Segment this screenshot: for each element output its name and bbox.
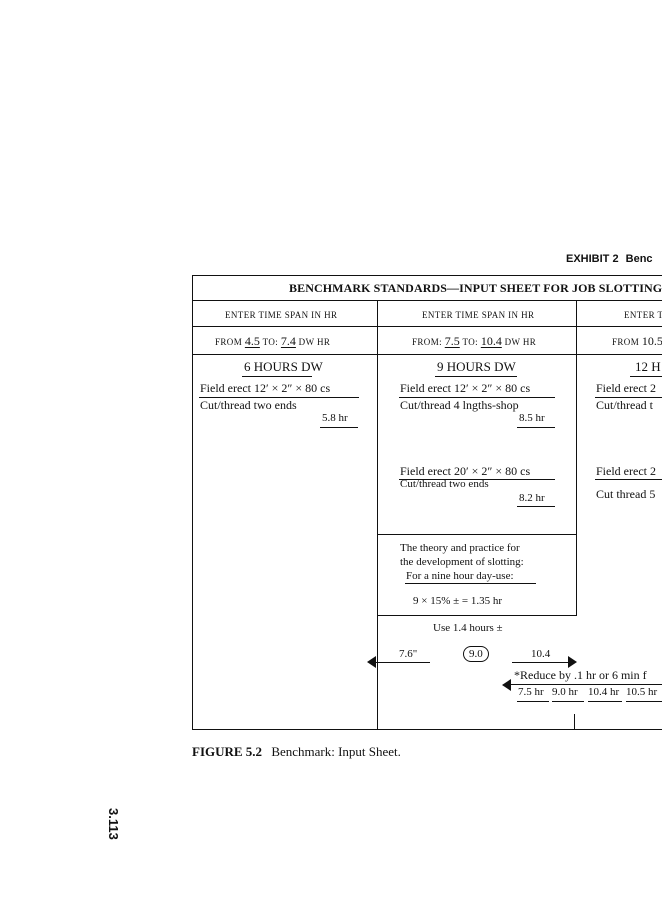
theory-line-3-underline xyxy=(405,583,536,584)
theory-line-3: For a nine hour day-use: xyxy=(406,570,514,582)
col3-from-value: 10.5 xyxy=(641,334,662,348)
col2-to-value: 10.4 xyxy=(480,334,502,348)
col1-time-1: 5.8 hr xyxy=(322,412,348,424)
col3-task-1-underline xyxy=(595,397,662,398)
col2-time-2-underline xyxy=(517,506,555,507)
figure-text: Benchmark: Input Sheet. xyxy=(271,744,401,759)
theory-line-1: The theory and practice for xyxy=(400,542,520,554)
scale-value-3: 10.4 hr xyxy=(588,686,620,698)
arrow-left-2-icon xyxy=(502,679,511,691)
title-divider xyxy=(192,300,662,301)
col3-task-4: Cut thread 5 xyxy=(596,487,656,501)
use-hours: Use 1.4 hours ± xyxy=(433,622,503,634)
col1-to-value: 7.4 xyxy=(280,334,296,348)
col1-header: ENTER TIME SPAN IN HR xyxy=(225,310,338,320)
col2-task-3-underline xyxy=(399,479,555,480)
table-border-top xyxy=(192,275,662,276)
scale-left-underline xyxy=(376,662,430,663)
col2-task-1-underline xyxy=(399,397,555,398)
col1-hours-underline xyxy=(242,376,312,377)
col1-range: FROM 4.5 TO: 7.4 DW HR xyxy=(215,334,330,349)
theory-line-2: the development of slotting: xyxy=(400,556,524,568)
col2-time-1: 8.5 hr xyxy=(519,412,545,424)
scale-value-2: 9.0 hr xyxy=(552,686,578,698)
scale-center-value: 9.0 xyxy=(463,646,489,662)
column-divider-2-tick xyxy=(574,714,575,730)
figure-label: FIGURE 5.2 xyxy=(192,744,263,759)
col1-to-label: TO: xyxy=(262,337,279,347)
theory-box-bottom xyxy=(377,615,577,616)
col2-task-1: Field erect 12′ × 2″ × 80 cs xyxy=(400,381,531,395)
col3-task-3: Field erect 2 xyxy=(596,464,656,478)
col3-header: ENTER T xyxy=(624,310,662,320)
table-border-bottom xyxy=(192,729,662,730)
reduce-line xyxy=(510,684,662,685)
scale-right-value: 10.4 xyxy=(531,648,551,660)
col3-from-label: FROM xyxy=(612,337,640,347)
col1-task-2: Cut/thread two ends xyxy=(200,398,297,412)
col1-task-1: Field erect 12′ × 2″ × 80 cs xyxy=(200,381,331,395)
table-title: BENCHMARK STANDARDS—INPUT SHEET FOR JOB … xyxy=(289,281,662,295)
col3-range: FROM 10.5 xyxy=(612,334,662,349)
theory-calculation: 9 × 15% ± = 1.35 hr xyxy=(413,595,503,607)
column-divider-2 xyxy=(576,300,577,354)
col2-header: ENTER TIME SPAN IN HR xyxy=(422,310,535,320)
column-divider-1 xyxy=(377,300,378,730)
col1-from-value: 4.5 xyxy=(244,334,260,348)
exhibit-title-fragment: Benc xyxy=(625,253,653,265)
column-divider-2-lower xyxy=(576,354,577,616)
col3-task-1: Field erect 2 xyxy=(596,381,656,395)
col2-range: FROM: 7.5 TO: 10.4 DW HR xyxy=(412,334,536,349)
col2-unit: DW HR xyxy=(504,337,537,347)
col1-time-1-underline xyxy=(320,427,358,428)
scale-values-underline-2 xyxy=(552,701,584,702)
arrow-left-icon xyxy=(367,656,376,668)
arrow-right-icon xyxy=(568,656,577,668)
scale-values-underline-3 xyxy=(588,701,622,702)
col2-time-2: 8.2 hr xyxy=(519,492,545,504)
header-divider xyxy=(192,326,662,327)
reduce-note: *Reduce by .1 hr or 6 min f xyxy=(514,668,647,682)
col3-task-2: Cut/thread t xyxy=(596,398,653,412)
scale-left-value: 7.6" xyxy=(399,648,418,660)
figure-caption: FIGURE 5.2 Benchmark: Input Sheet. xyxy=(192,744,401,760)
col3-hours-title: 12 H xyxy=(635,359,661,374)
scale-values-underline-1 xyxy=(517,701,549,702)
exhibit-label: EXHIBIT 2 xyxy=(566,253,619,265)
col2-from-value: 7.5 xyxy=(444,334,460,348)
col2-to-label: TO: xyxy=(462,337,479,347)
col1-unit: DW HR xyxy=(298,337,331,347)
col2-task-3: Field erect 20′ × 2″ × 80 cs xyxy=(400,464,531,478)
range-divider xyxy=(192,354,662,355)
col3-hours-underline xyxy=(630,376,662,377)
page-number: 3.113 xyxy=(106,808,121,840)
col2-hours-underline xyxy=(435,376,517,377)
scale-values-underline-4 xyxy=(626,701,662,702)
col2-task-4: Cut/thread two ends xyxy=(400,478,489,490)
scale-right-underline xyxy=(512,662,568,663)
col2-hours-title: 9 HOURS DW xyxy=(437,359,516,374)
col1-hours-title: 6 HOURS DW xyxy=(244,359,323,374)
scale-value-1: 7.5 hr xyxy=(518,686,544,698)
col1-task-1-underline xyxy=(199,397,359,398)
col2-task-2: Cut/thread 4 lngths-shop xyxy=(400,398,519,412)
scale-value-4: 10.5 hr xyxy=(626,686,658,698)
col2-from-label: FROM: xyxy=(412,337,443,347)
col1-from-label: FROM xyxy=(215,337,243,347)
theory-box-top xyxy=(377,534,577,535)
exhibit-header: EXHIBIT 2 Benc xyxy=(566,253,653,265)
col2-time-1-underline xyxy=(517,427,555,428)
col3-task-3-underline xyxy=(595,479,662,480)
table-border-left xyxy=(192,275,193,730)
